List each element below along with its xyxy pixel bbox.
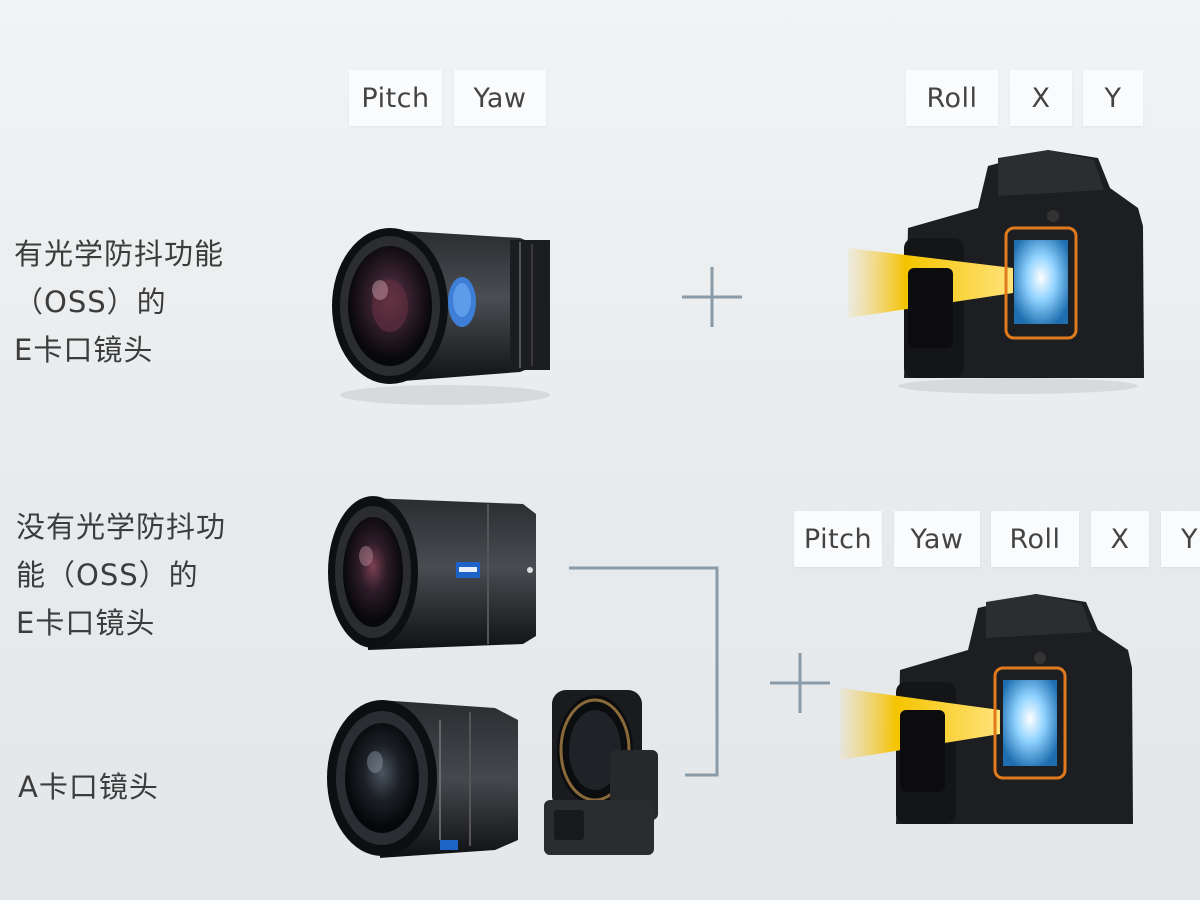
- label-oss-lens-line2: （OSS）的: [14, 285, 167, 319]
- tag-pitch-top: Pitch: [349, 70, 442, 126]
- camera-body-image-top: [848, 150, 1144, 394]
- a-mount-lens-image: [327, 700, 518, 858]
- tag-pitch-bottom: Pitch: [794, 511, 882, 567]
- tag-yaw-top: Yaw: [454, 70, 546, 126]
- mount-adapter-image: [544, 690, 658, 855]
- tag-y-bottom: Y: [1161, 511, 1200, 567]
- label-oss-lens: 有光学防抖功能 （OSS）的 E卡口镜头: [14, 230, 224, 374]
- tag-roll-top: Roll: [906, 70, 998, 126]
- tag-yaw-bottom: Yaw: [894, 511, 980, 567]
- label-oss-lens-line1: 有光学防抖功能: [14, 237, 225, 271]
- label-non-oss-lens-line1: 没有光学防抖功: [16, 510, 227, 544]
- label-a-mount-lens: A卡口镜头: [18, 770, 159, 804]
- label-non-oss-lens: 没有光学防抖功 能（OSS）的 E卡口镜头: [16, 503, 226, 647]
- label-oss-lens-line3: E卡口镜头: [14, 333, 154, 367]
- tag-y-top: Y: [1083, 70, 1143, 126]
- non-oss-e-mount-lens-image: [328, 496, 536, 650]
- label-non-oss-lens-line2: 能（OSS）的: [16, 558, 199, 592]
- camera-body-image-bottom: [840, 594, 1133, 824]
- plus-icon: [682, 267, 742, 327]
- bracket-connector-icon: [569, 566, 719, 777]
- tag-x-bottom: X: [1091, 511, 1149, 567]
- oss-e-mount-lens-image: [332, 228, 550, 405]
- label-non-oss-lens-line3: E卡口镜头: [16, 606, 156, 640]
- tag-x-top: X: [1010, 70, 1072, 126]
- plus-icon: [770, 653, 830, 713]
- tag-roll-bottom: Roll: [991, 511, 1079, 567]
